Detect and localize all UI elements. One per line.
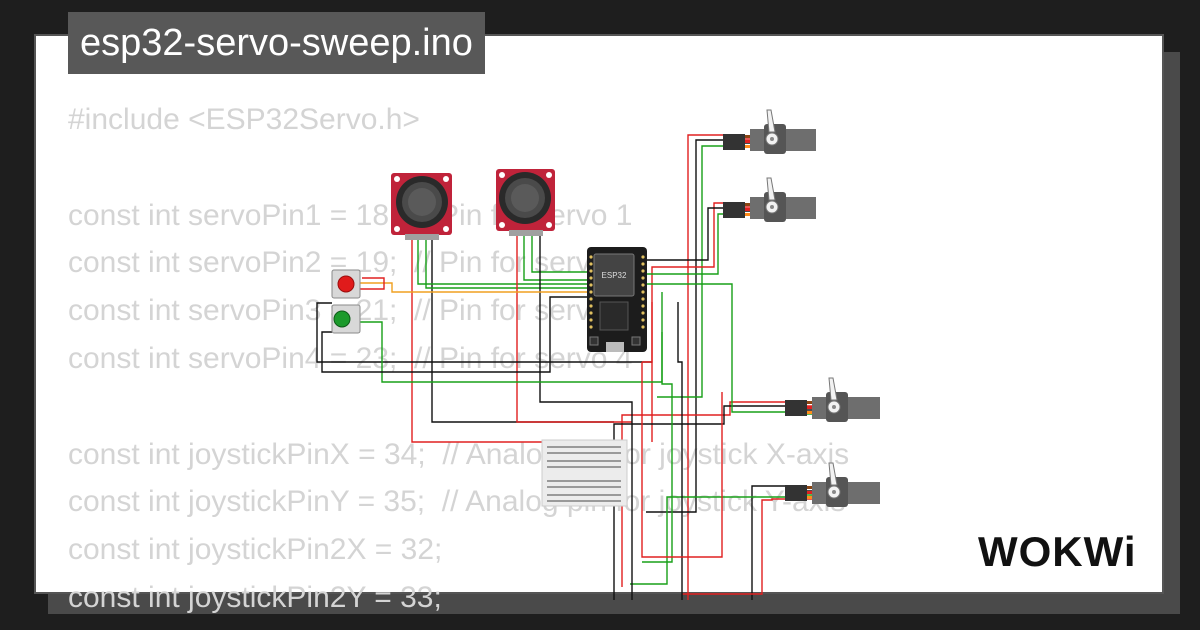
wokwi-logo-text: WOKWi xyxy=(978,528,1137,575)
pushbutton-red xyxy=(331,269,361,299)
esp32-label: ESP32 xyxy=(602,271,627,280)
servo-1 xyxy=(723,109,816,154)
servo-4 xyxy=(785,462,880,507)
joystick-2 xyxy=(496,169,555,236)
code-line: const int joystickPin2X = 32; xyxy=(68,533,443,567)
circuit-diagram: ESP32 xyxy=(316,109,880,600)
code-line: const int servoPin4 = 23; // Pin for ser… xyxy=(68,341,633,375)
code-line: #include <ESP32Servo.h> xyxy=(68,103,420,136)
servo-2 xyxy=(723,177,816,222)
window-title: esp32-servo-sweep.ino xyxy=(68,12,485,74)
wokwi-logo: WOKWi xyxy=(978,528,1137,575)
breadboard xyxy=(541,439,628,507)
pushbutton-green xyxy=(331,304,361,334)
esp32-board: ESP32 xyxy=(587,247,647,352)
joystick-1 xyxy=(391,173,452,240)
wires xyxy=(316,134,820,600)
servo-3 xyxy=(785,377,880,422)
code-line: const int joystickPinY = 35; // Analog p… xyxy=(68,485,846,519)
project-card: #include <ESP32Servo.h> const int servoPi… xyxy=(34,34,1164,614)
code-line: const int joystickPin2Y = 33; xyxy=(68,580,442,614)
